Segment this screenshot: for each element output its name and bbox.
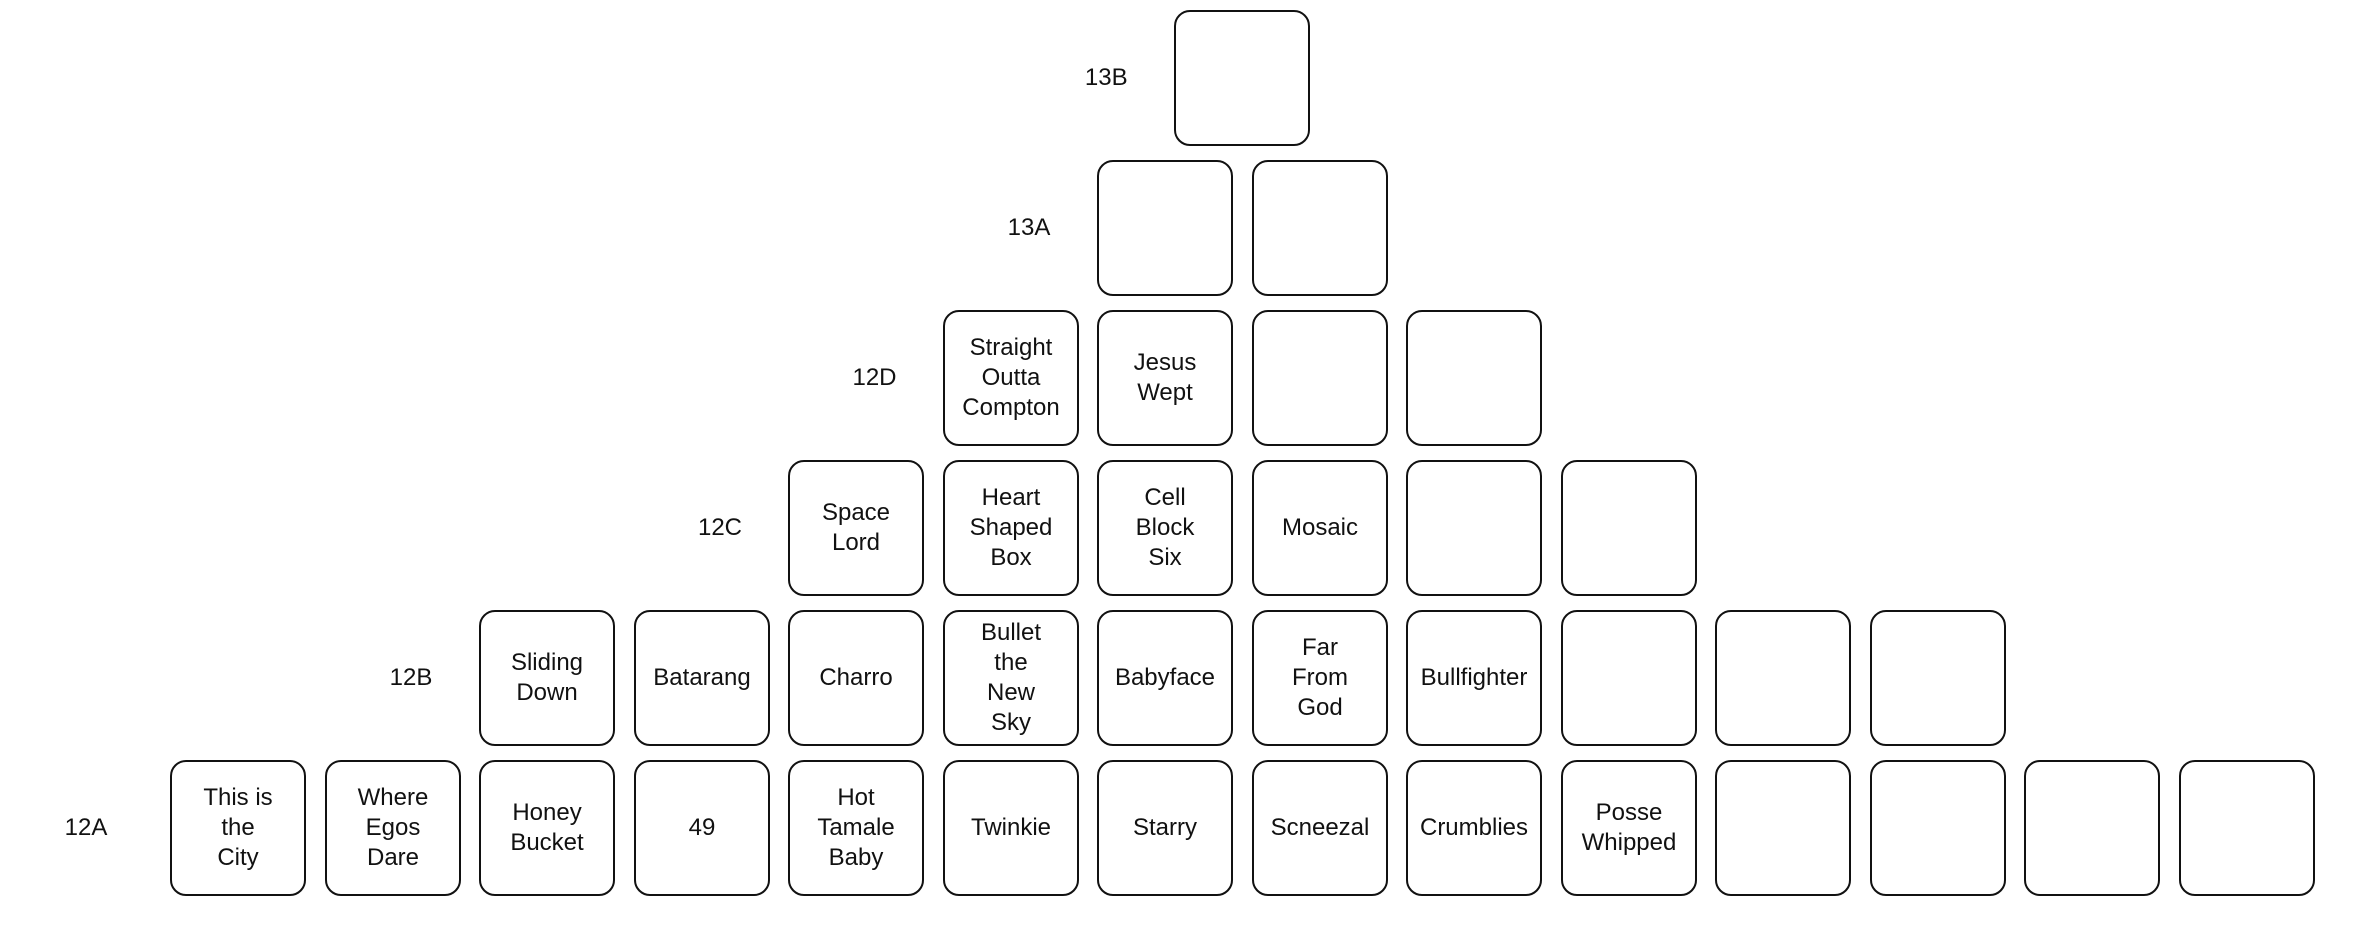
route-name: Cell Block Six [1135, 484, 1195, 571]
route-tile[interactable]: Twinkie [943, 760, 1079, 896]
route-name: Mosaic [1281, 514, 1359, 541]
route-tile[interactable] [1561, 610, 1697, 746]
route-name: Jesus Wept [1133, 349, 1197, 406]
route-name: Posse Whipped [1581, 799, 1677, 856]
route-name: Crumblies [1419, 814, 1529, 841]
route-tile[interactable] [1715, 760, 1851, 896]
route-tile[interactable] [1097, 160, 1233, 296]
route-name: Space Lord [821, 499, 891, 556]
route-tile[interactable] [1870, 760, 2006, 896]
route-tile[interactable]: Straight Outta Compton [943, 310, 1079, 446]
grade-label-12d: 12D [852, 364, 897, 391]
route-tile[interactable]: This is the City [170, 760, 306, 896]
route-tile[interactable] [2024, 760, 2160, 896]
route-name: Hot Tamale Baby [817, 784, 895, 871]
route-name: Bullet the New Sky [980, 619, 1042, 736]
route-name: Bullfighter [1420, 664, 1528, 691]
route-tile[interactable]: Batarang [634, 610, 770, 746]
route-name: This is the City [203, 784, 273, 871]
route-name: Twinkie [970, 814, 1052, 841]
route-tile[interactable] [1406, 460, 1542, 596]
route-name: Babyface [1114, 664, 1216, 691]
route-tile[interactable]: Posse Whipped [1561, 760, 1697, 896]
grade-label-13b: 13B [1084, 64, 1128, 91]
route-tile[interactable]: Far From God [1252, 610, 1388, 746]
route-name: 49 [688, 814, 716, 841]
route-tile[interactable]: Hot Tamale Baby [788, 760, 924, 896]
route-tile[interactable] [1870, 610, 2006, 746]
route-tile[interactable]: 49 [634, 760, 770, 896]
route-tile[interactable] [1252, 310, 1388, 446]
route-tile[interactable]: Scneezal [1252, 760, 1388, 896]
grade-label-12a: 12A [64, 814, 108, 841]
route-tile[interactable]: Jesus Wept [1097, 310, 1233, 446]
route-tile[interactable] [1174, 10, 1310, 146]
route-tile[interactable]: Space Lord [788, 460, 924, 596]
route-tile[interactable]: Mosaic [1252, 460, 1388, 596]
route-name: Batarang [653, 664, 751, 691]
route-tile[interactable]: Honey Bucket [479, 760, 615, 896]
route-tile[interactable]: Heart Shaped Box [943, 460, 1079, 596]
route-name: Charro [819, 664, 893, 691]
route-name: Sliding Down [510, 649, 584, 706]
route-tile[interactable]: Charro [788, 610, 924, 746]
route-name: Scneezal [1270, 814, 1370, 841]
grade-label-12c: 12C [697, 514, 743, 541]
route-tile[interactable] [1561, 460, 1697, 596]
grade-label-12b: 12B [389, 664, 433, 691]
route-name: Where Egos Dare [357, 784, 429, 871]
route-tile[interactable]: Crumblies [1406, 760, 1542, 896]
route-tile[interactable]: Bullet the New Sky [943, 610, 1079, 746]
route-tile[interactable] [1252, 160, 1388, 296]
route-tile[interactable]: Where Egos Dare [325, 760, 461, 896]
route-name: Far From God [1292, 634, 1348, 721]
route-tile[interactable] [2179, 760, 2315, 896]
route-tile[interactable]: Cell Block Six [1097, 460, 1233, 596]
grade-label-13a: 13A [1007, 214, 1051, 241]
route-name: Straight Outta Compton [962, 334, 1060, 421]
route-name: Starry [1132, 814, 1197, 841]
route-tile[interactable]: Bullfighter [1406, 610, 1542, 746]
route-tile[interactable]: Starry [1097, 760, 1233, 896]
route-name: Heart Shaped Box [969, 484, 1053, 571]
route-tile[interactable]: Babyface [1097, 610, 1233, 746]
route-tile[interactable] [1406, 310, 1542, 446]
route-name: Honey Bucket [510, 799, 584, 856]
route-tile[interactable] [1715, 610, 1851, 746]
route-tile[interactable]: Sliding Down [479, 610, 615, 746]
